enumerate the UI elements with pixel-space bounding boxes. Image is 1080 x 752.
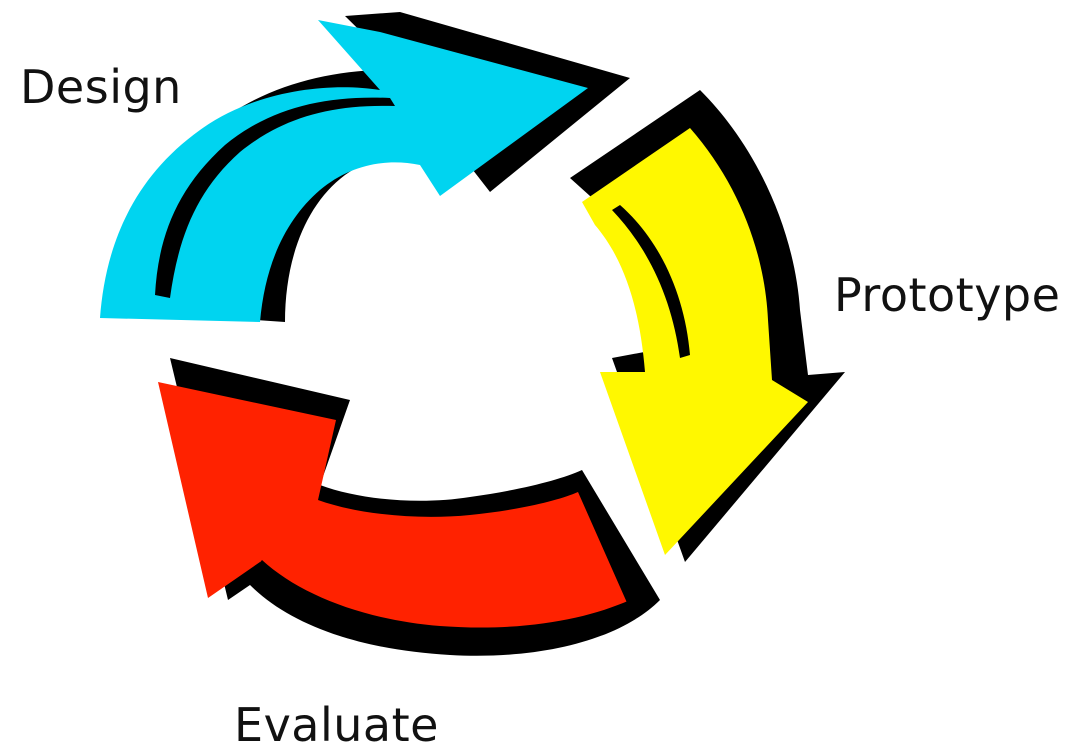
evaluate-label: Evaluate — [234, 698, 439, 752]
evaluate-arrow — [158, 358, 660, 656]
prototype-arrow — [570, 90, 845, 562]
prototype-arrow-stroke — [612, 205, 690, 358]
evaluate-arrow-fill — [158, 382, 628, 632]
design-arrow-fill — [100, 20, 588, 322]
design-arrow — [100, 12, 630, 322]
prototype-label: Prototype — [834, 268, 1061, 322]
evaluate-arrow-stroke — [252, 560, 640, 644]
design-label: Design — [20, 60, 182, 114]
